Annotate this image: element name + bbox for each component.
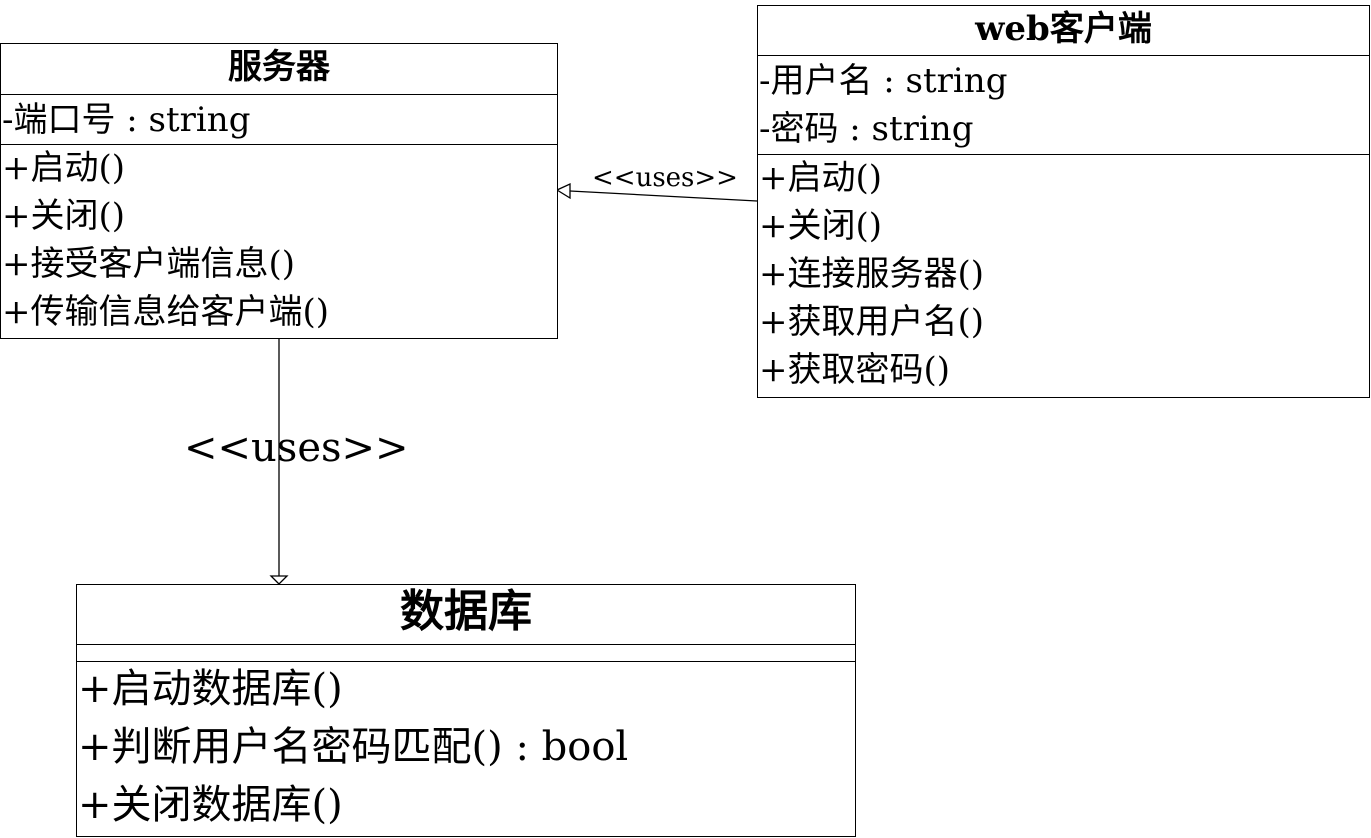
operation-row: +接受客户端信息() [2,244,296,284]
attribute-row: -密码 : string [759,109,974,149]
open-arrowhead-icon [555,182,571,200]
operation-row: +连接服务器() [759,254,985,294]
class-database[interactable]: 数据库 +启动数据库() +判断用户名密码匹配() : bool +关闭数据库(… [76,584,856,837]
class-web-client-operations: +启动() +关闭() +连接服务器() +获取用户名() +获取密码() [758,155,1369,395]
class-server-attributes: -端口号 : string [1,95,557,145]
operation-row: +获取密码() [759,350,951,390]
class-database-operations: +启动数据库() +判断用户名密码匹配() : bool +关闭数据库() [77,662,855,836]
operation-row: +关闭() [759,206,883,246]
class-server[interactable]: 服务器 -端口号 : string +启动() +关闭() +接受客户端信息()… [0,43,558,339]
stereotype-label-uses: <<uses>> [592,163,738,193]
class-web-client[interactable]: web客户端 -用户名 : string -密码 : string +启动() … [757,5,1370,398]
operation-row: +启动() [759,158,883,198]
class-database-title: 数据库 [77,585,855,645]
operation-row: +判断用户名密码匹配() : bool [78,724,629,770]
open-arrowhead-icon [269,575,289,585]
operation-row: +启动() [2,148,126,188]
attribute-row: -用户名 : string [759,61,1008,101]
stereotype-label-uses: <<uses>> [184,425,409,471]
class-database-attributes [77,645,855,662]
class-web-client-attributes: -用户名 : string -密码 : string [758,56,1369,155]
attribute-row: -端口号 : string [2,100,251,140]
operation-row: +传输信息给客户端() [2,292,330,332]
class-server-title: 服务器 [1,44,557,95]
operation-row: +关闭() [2,196,126,236]
operation-row: +获取用户名() [759,302,985,342]
class-web-client-title: web客户端 [758,6,1369,56]
class-server-operations: +启动() +关闭() +接受客户端信息() +传输信息给客户端() [1,145,557,337]
operation-row: +启动数据库() [78,666,343,712]
operation-row: +关闭数据库() [78,782,343,828]
